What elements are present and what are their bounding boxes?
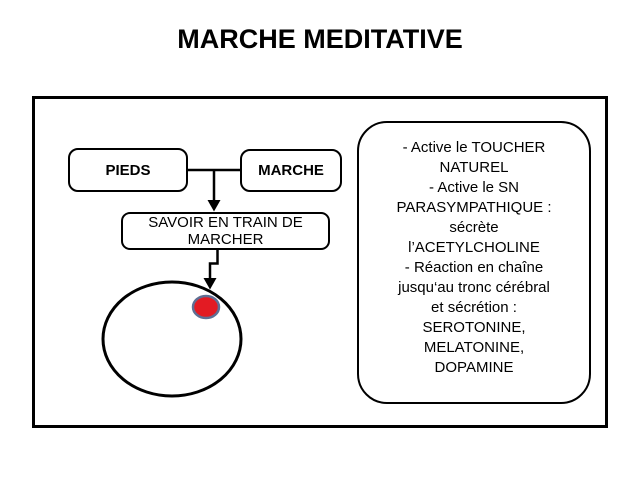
info-line-8: jusqu‘au tronc cérébral (398, 279, 550, 296)
info-line-11: MELATONINE, (423, 339, 525, 356)
slide-title: MARCHE MEDITATIVE (177, 24, 463, 54)
node-pieds: PIEDS (68, 148, 188, 192)
info-line-10: SEROTONINE, (422, 319, 526, 336)
info-line-6: l’ACETYLCHOLINE (408, 239, 540, 256)
info-line-2: NATUREL (439, 159, 509, 176)
info-line-4: PARASYMPATHIQUE : (396, 199, 552, 216)
info-box: - Active le TOUCHER NATUREL - Active le … (357, 121, 591, 404)
node-marche: MARCHE (240, 149, 342, 192)
arrowhead-down-to-ellipse-icon (203, 278, 217, 290)
red-dot-marker (191, 294, 221, 320)
arrowhead-down-to-savoir-icon (207, 200, 221, 212)
node-savoir: SAVOIR EN TRAIN DE MARCHER (121, 212, 330, 250)
blank-ellipse-shape (101, 280, 243, 398)
info-line-5: sécrète (449, 219, 499, 236)
info-line-7: - Réaction en chaîne (404, 259, 544, 276)
connector-step-line (208, 249, 219, 279)
connector-t-junction-line (188, 168, 240, 201)
info-line-12: DOPAMINE (434, 359, 514, 376)
info-line-9: et sécrétion : (431, 299, 517, 316)
info-line-1: - Active le TOUCHER (402, 139, 546, 156)
info-line-3: - Active le SN (428, 179, 520, 196)
